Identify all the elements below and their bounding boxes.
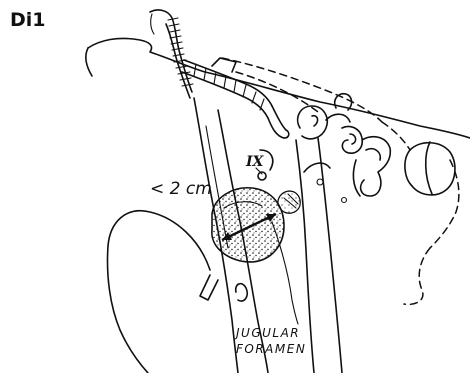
nerve-ix-label: IX [245, 154, 265, 170]
left-skull-contour [86, 48, 92, 76]
external-auditory-canal [405, 142, 455, 195]
panel-label: Di1 [10, 9, 46, 31]
foramen-label: FORAMEN [236, 342, 306, 356]
styloid-process [200, 275, 218, 300]
inner-ear [298, 94, 391, 203]
nerve-fibers [296, 138, 342, 373]
size-label: < 2 cm [150, 179, 212, 199]
skull-base-outline [88, 38, 470, 138]
condyle [236, 284, 248, 301]
jugular-label: JUGULAR [234, 326, 300, 340]
mandible-outline [108, 211, 211, 373]
